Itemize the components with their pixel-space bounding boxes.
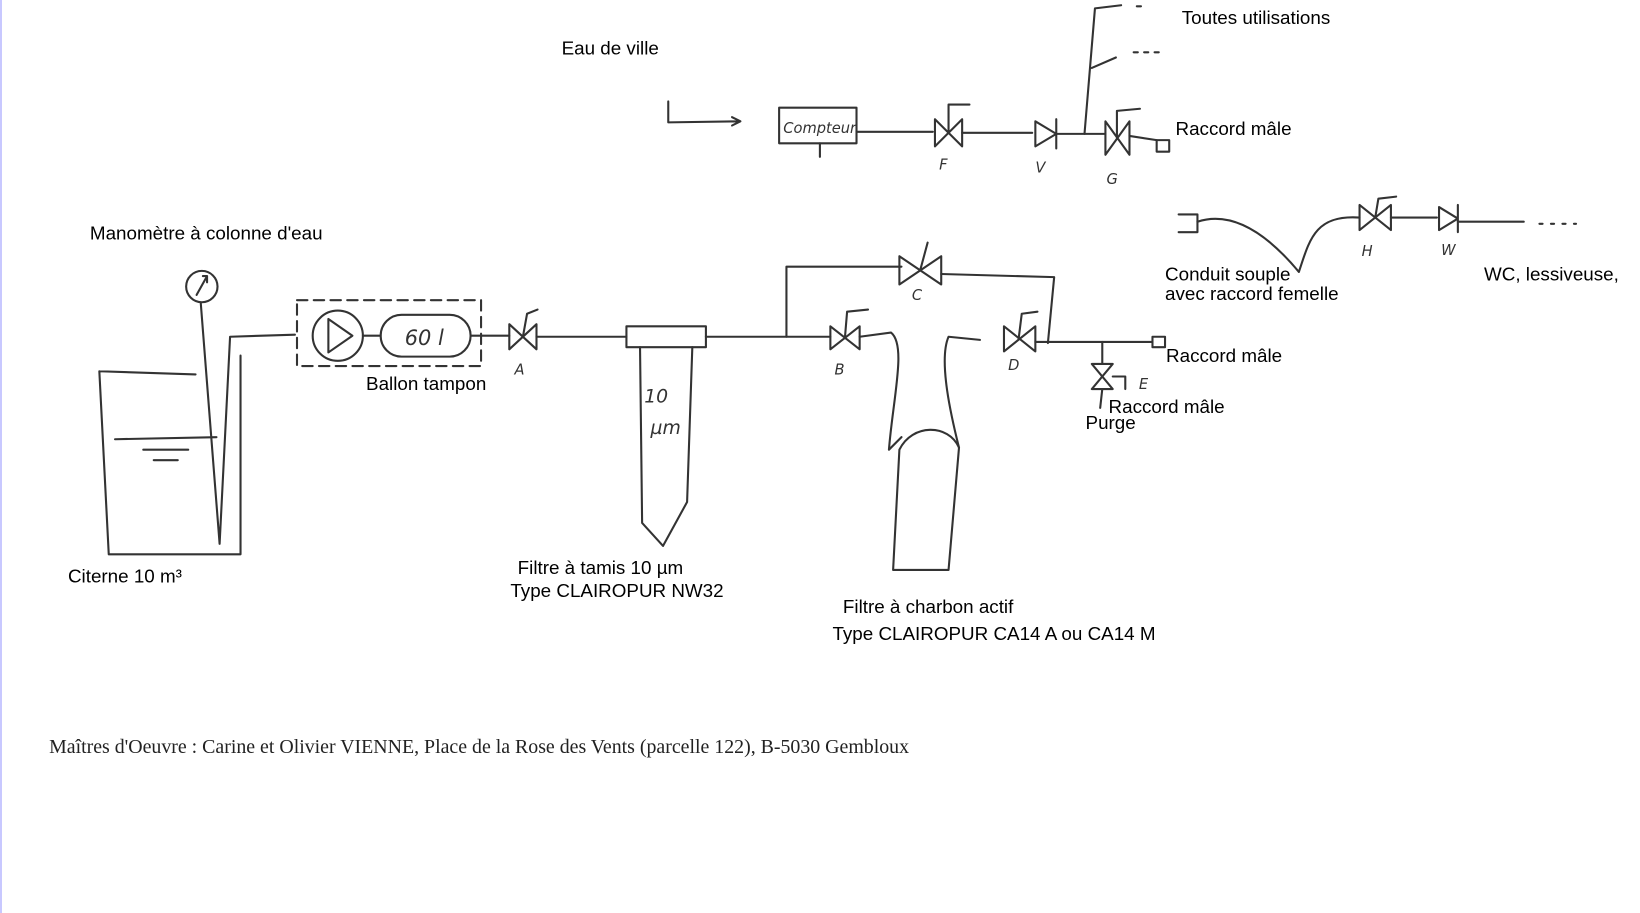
sieve-filter: A 10 µm	[508, 308, 832, 547]
valve-w-label: W	[1441, 242, 1456, 259]
charcoal-filter: C B D E	[785, 241, 1167, 572]
label-wc: WC, lessiveuse,	[1484, 263, 1619, 284]
label-raccord-male-top: Raccord mâle	[1175, 118, 1291, 139]
valve-f-label: F	[939, 156, 948, 173]
label-eau-de-ville: Eau de ville	[562, 37, 659, 58]
wc-line: H W	[1177, 195, 1578, 273]
valve-e-label: E	[1139, 376, 1149, 393]
label-ballon-tampon: Ballon tampon	[366, 373, 486, 394]
cistern	[98, 269, 296, 556]
footer-credits: Maîtres d'Oeuvre : Carine et Olivier VIE…	[49, 736, 909, 758]
label-filtre-charbon-type: Type CLAIROPUR CA14 A ou CA14 M	[832, 623, 1155, 644]
label-filtre-charbon: Filtre à charbon actif	[843, 596, 1014, 617]
label-raccord-male-mid: Raccord mâle	[1166, 345, 1282, 366]
valve-g-label: G	[1106, 171, 1117, 188]
ballon-volume: 60 l	[405, 326, 444, 350]
label-manometre: Manomètre à colonne d'eau	[90, 222, 323, 243]
valve-b-label: B	[835, 361, 845, 378]
filter-size-1: 10	[644, 387, 668, 408]
label-filtre-tamis-type: Type CLAIROPUR NW32	[510, 580, 723, 601]
label-conduit-souple: Conduit souple	[1165, 263, 1291, 284]
city-water-line: Compteur F V G	[667, 4, 1171, 188]
label-citerne: Citerne 10 m³	[68, 566, 182, 587]
valve-v-label: V	[1035, 160, 1046, 177]
valve-a-label: A	[514, 361, 525, 378]
label-toutes-utilisations: Toutes utilisations	[1182, 7, 1331, 28]
filter-size-2: µm	[649, 418, 680, 439]
valve-c-label: C	[912, 287, 923, 304]
label-purge: Purge	[1086, 412, 1136, 433]
valve-d-label: D	[1008, 357, 1019, 374]
valve-h-label: H	[1362, 243, 1373, 260]
label-raccord-femelle: avec raccord femelle	[1165, 283, 1339, 304]
label-filtre-tamis: Filtre à tamis 10 µm	[518, 557, 684, 578]
compteur-label: Compteur	[783, 120, 857, 137]
pump-buffer: 60 l	[295, 299, 511, 368]
label-raccord-male-purge: Raccord mâle	[1109, 396, 1225, 417]
